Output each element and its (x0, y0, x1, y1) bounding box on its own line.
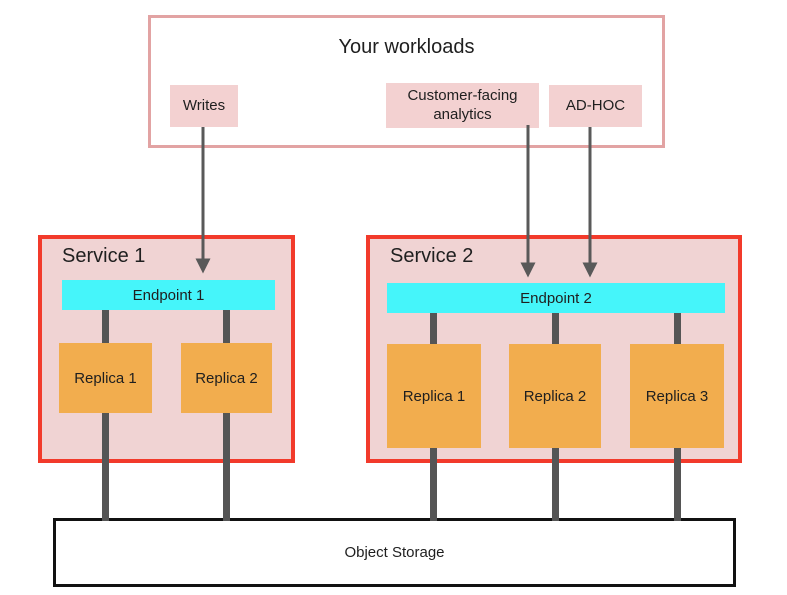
connector-s2-replica2-storage (552, 448, 559, 521)
workload-writes: Writes (170, 85, 238, 127)
service-2-title: Service 2 (390, 245, 474, 267)
service-1-endpoint: Endpoint 1 (62, 280, 275, 310)
service-1-replica-1: Replica 1 (59, 343, 152, 413)
service-1-replica-2: Replica 2 (181, 343, 272, 413)
object-storage-label: Object Storage (344, 544, 445, 561)
service-1-box: Service 1 Endpoint 1 Replica 1 Replica 2 (38, 235, 295, 463)
service-2-replica-3: Replica 3 (630, 344, 724, 448)
object-storage-box: Object Storage (53, 518, 736, 587)
connector-s1-replica2-storage (223, 413, 230, 521)
connector-endpoint1-replica1 (102, 310, 109, 343)
connector-endpoint2-replica1 (430, 313, 437, 344)
connector-endpoint1-replica2 (223, 310, 230, 343)
service-2-endpoint: Endpoint 2 (387, 283, 725, 313)
connector-endpoint2-replica2 (552, 313, 559, 344)
service-1-title: Service 1 (62, 245, 146, 267)
connector-endpoint2-replica3 (674, 313, 681, 344)
workload-ad-hoc: AD-HOC (549, 85, 642, 127)
connector-s1-replica1-storage (102, 413, 109, 521)
workloads-box: Your workloads Writes Customer-facing an… (148, 15, 665, 148)
workload-customer-facing-analytics: Customer-facing analytics (386, 83, 539, 128)
service-2-box: Service 2 Endpoint 2 Replica 1 Replica 2… (366, 235, 742, 463)
service-2-replica-2: Replica 2 (509, 344, 601, 448)
connector-s2-replica1-storage (430, 448, 437, 521)
workloads-title: Your workloads (338, 36, 475, 58)
service-2-replica-1: Replica 1 (387, 344, 481, 448)
connector-s2-replica3-storage (674, 448, 681, 521)
